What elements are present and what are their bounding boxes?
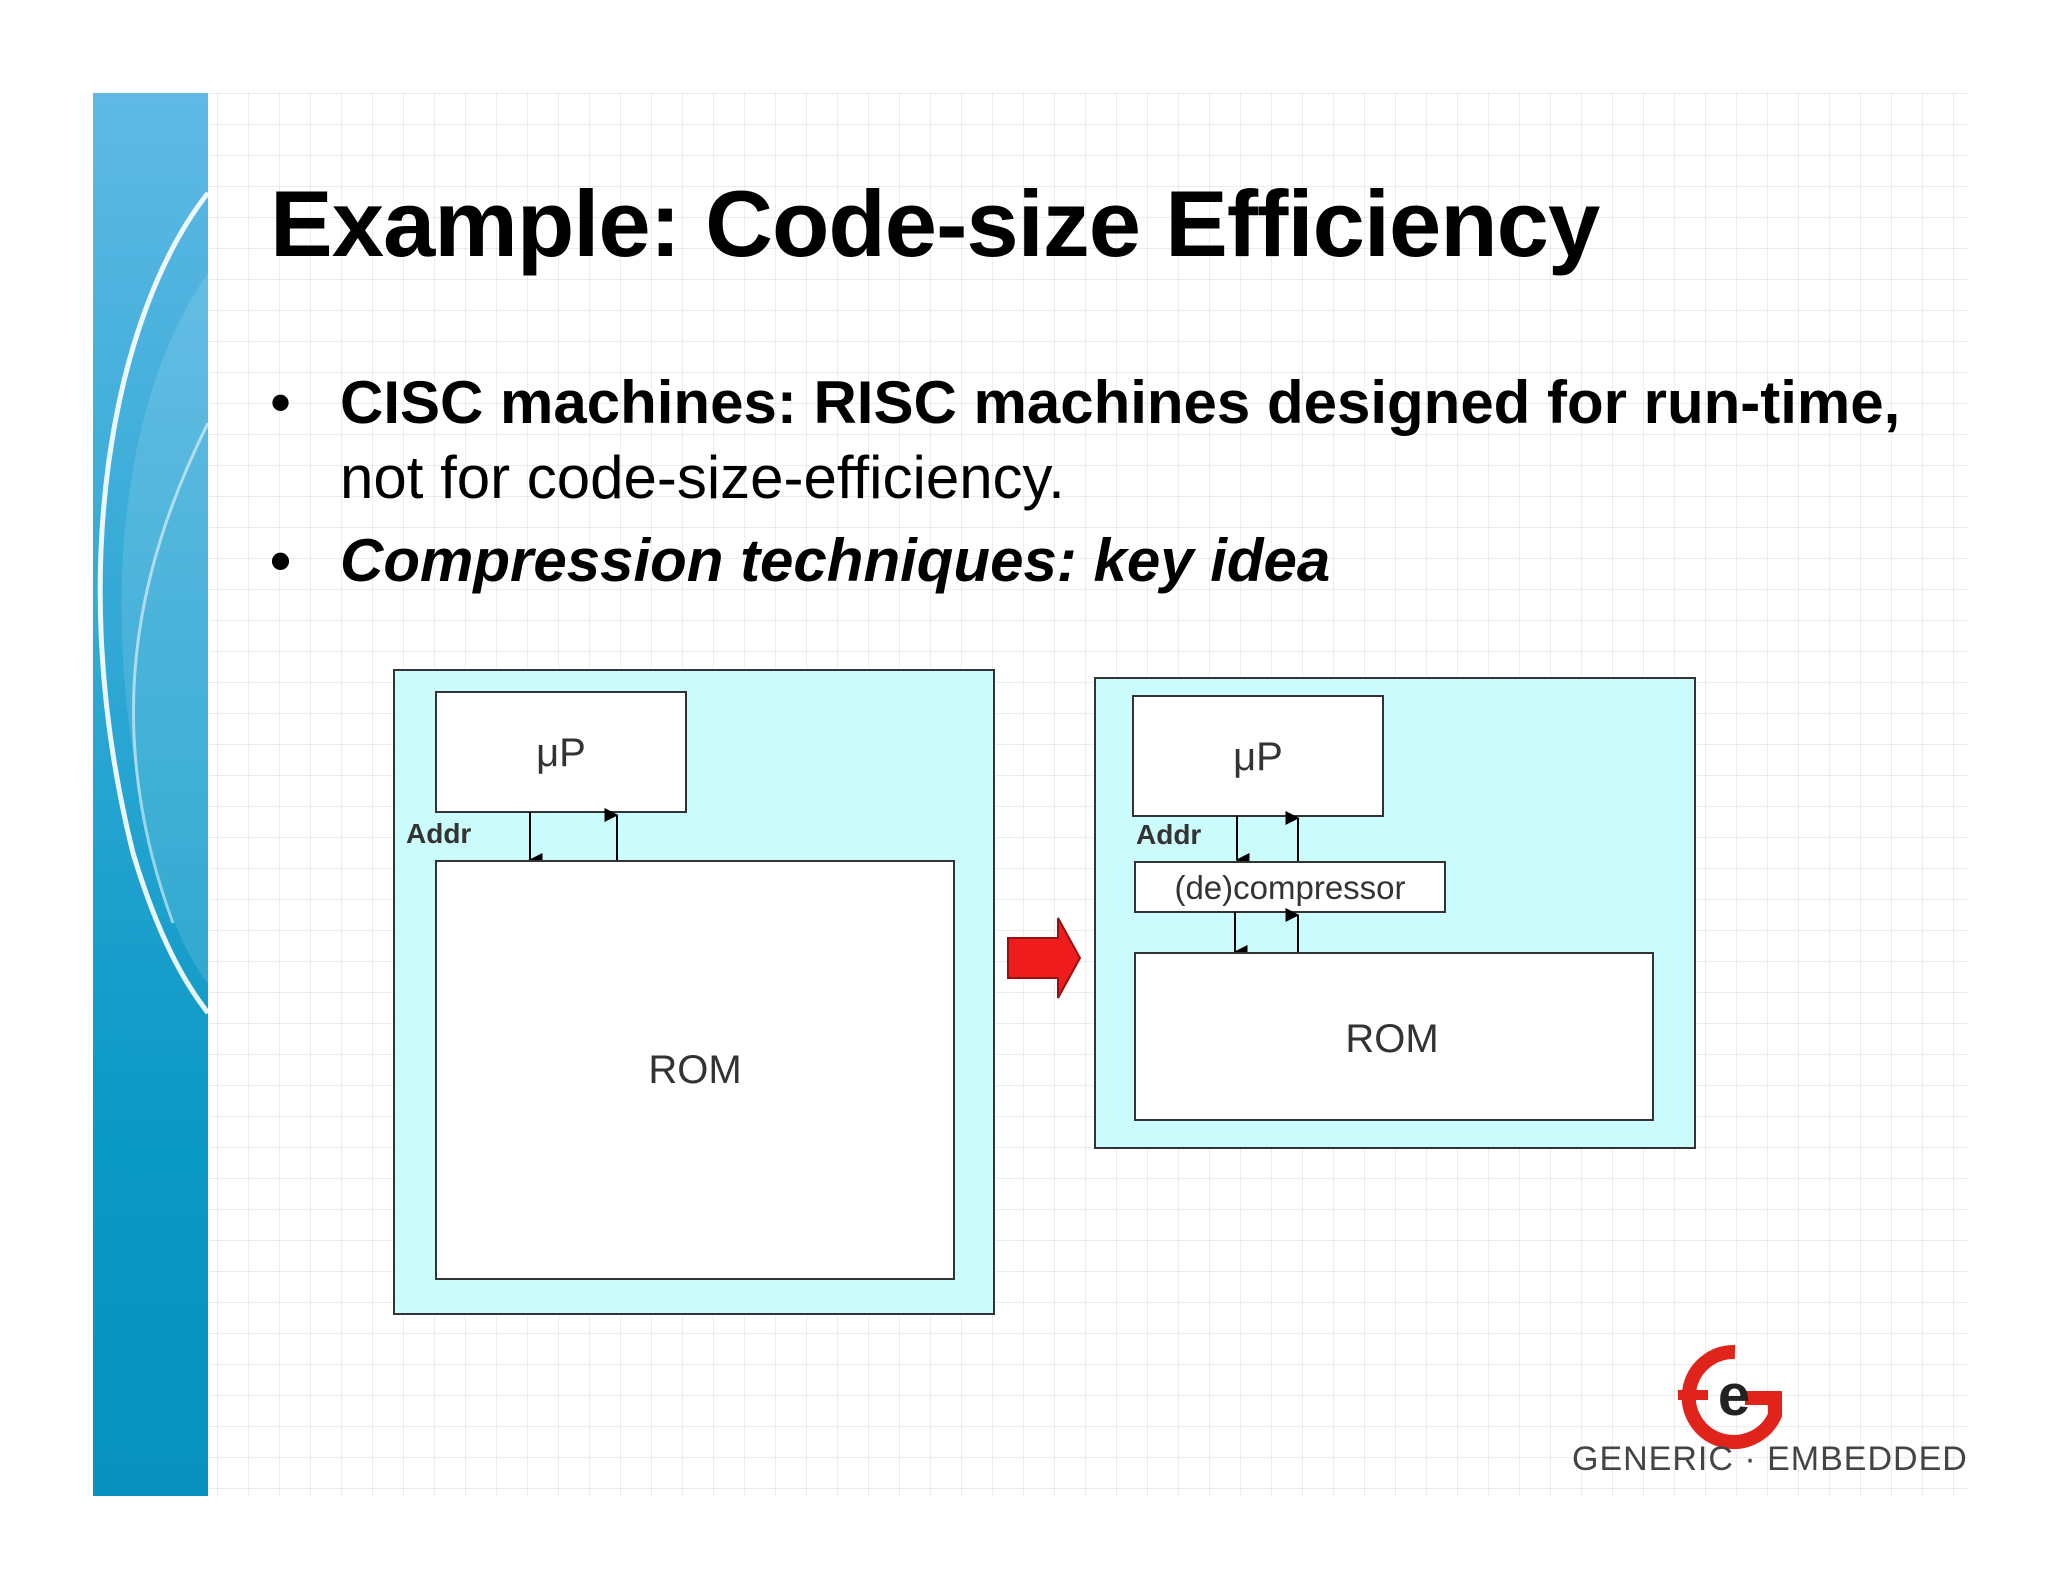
bullet-normal-text: not for code-size-efficiency.	[340, 444, 1065, 511]
processor-label: μP	[1233, 735, 1283, 779]
processor-box	[1132, 695, 1384, 817]
logo-caption: GENERIC · EMBEDDED	[1572, 1440, 1968, 1478]
rom-label: ROM	[1345, 1017, 1438, 1061]
processor-label: μP	[536, 731, 586, 775]
bullet-marker: •	[270, 369, 292, 436]
bullet-item: • CISC machines: RISC machines designed …	[270, 365, 1910, 515]
wave-decoration	[97, 191, 208, 1015]
processor-box	[435, 691, 687, 813]
slide-title: Example: Code-size Efficiency	[270, 171, 1600, 276]
decompressor-box	[1134, 861, 1446, 913]
uncompressed-system: μP Addr ROM	[393, 669, 995, 1315]
transition-arrow	[1007, 917, 1082, 999]
rom-box	[435, 860, 955, 1280]
addr-label: Addr	[406, 818, 471, 849]
rom-box	[1134, 952, 1654, 1121]
generic-embedded-logo: e	[1678, 1344, 1782, 1449]
bullet-marker: •	[270, 527, 292, 594]
logo-letter: e	[1718, 1363, 1750, 1428]
rom-label: ROM	[648, 1048, 741, 1092]
compressed-system: μP Addr (de)compressor ROM	[1094, 677, 1696, 1149]
logo-dash-icon	[1678, 1390, 1708, 1400]
bullet-item: • Compression techniques: key idea	[270, 523, 1910, 598]
bullet-list: • CISC machines: RISC machines designed …	[270, 365, 1910, 598]
addr-label: Addr	[1136, 819, 1201, 850]
logo-g-icon	[1681, 1344, 1782, 1449]
bullet-text: Compression techniques: key idea	[340, 527, 1331, 594]
decompressor-label: (de)compressor	[1174, 869, 1405, 906]
side-decoration	[93, 93, 208, 1496]
bullet-bold-text: CISC machines: RISC machines designed fo…	[340, 369, 1901, 436]
